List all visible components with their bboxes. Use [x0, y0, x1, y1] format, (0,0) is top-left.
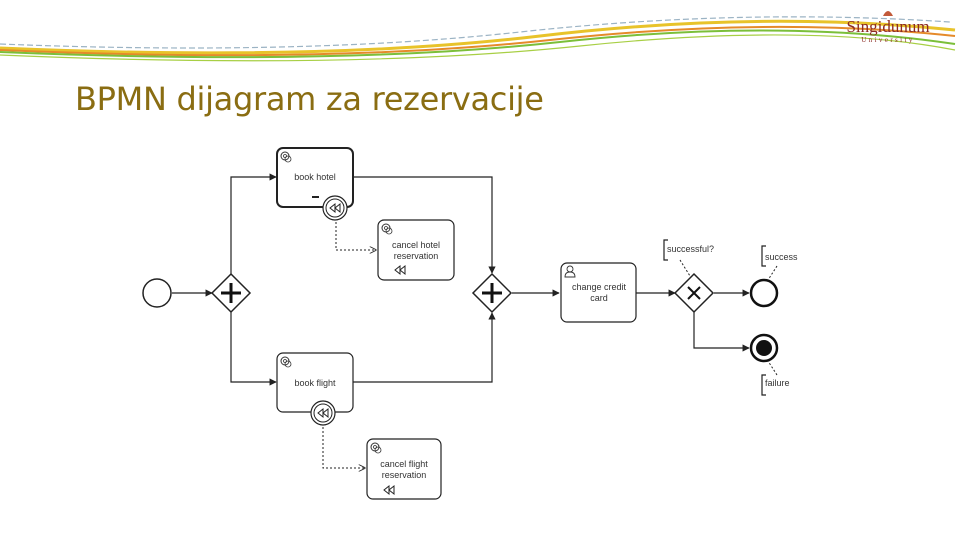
- success-label: success: [765, 252, 798, 262]
- cancel-flight-label-line1: cancel flight: [380, 459, 428, 469]
- annotation-failure: failure: [761, 374, 790, 396]
- book-hotel-label: book hotel: [294, 172, 336, 182]
- university-logo: Singidunum University: [838, 8, 938, 44]
- cancel-hotel-label-line2: reservation: [394, 251, 439, 261]
- gateway-question-label: successful?: [667, 244, 714, 254]
- end-event-failure[interactable]: [749, 333, 779, 363]
- compensation-boundary-event-hotel[interactable]: [322, 195, 348, 221]
- task-change-credit-card[interactable]: change credit card: [560, 262, 637, 323]
- cancel-flight-label-line2: reservation: [382, 470, 427, 480]
- task-book-hotel[interactable]: book hotel: [276, 147, 354, 208]
- compensation-associations: [322, 222, 376, 468]
- parallel-join-gateway[interactable]: [471, 272, 513, 314]
- logo-name: Singidunum: [846, 17, 930, 36]
- task-cancel-flight-reservation[interactable]: cancel flight reservation: [366, 438, 442, 500]
- failure-label: failure: [765, 378, 790, 388]
- change-credit-card-label-line1: change credit: [572, 282, 627, 292]
- change-credit-card-label-line2: card: [590, 293, 608, 303]
- sequence-flows: [172, 173, 750, 386]
- logo-subtitle: University: [861, 36, 915, 44]
- user-icon: [564, 265, 576, 278]
- page-title: BPMN dijagram za rezervacije: [75, 80, 544, 118]
- book-flight-label: book flight: [294, 378, 336, 388]
- annotation-success: success: [761, 245, 798, 267]
- end-event-success[interactable]: [749, 278, 779, 308]
- annotation-connectors: [679, 259, 778, 376]
- start-event[interactable]: [142, 278, 172, 308]
- compensation-boundary-event-flight[interactable]: [310, 400, 336, 426]
- task-book-flight[interactable]: book flight: [276, 352, 354, 413]
- crest-icon: [883, 11, 893, 16]
- task-cancel-hotel-reservation[interactable]: cancel hotel reservation: [377, 219, 455, 281]
- cancel-hotel-label-line1: cancel hotel: [392, 240, 440, 250]
- header-banner-swoosh: [0, 16, 956, 62]
- parallel-split-gateway[interactable]: [210, 272, 252, 314]
- annotation-successful: successful?: [663, 239, 714, 261]
- exclusive-gateway[interactable]: [673, 272, 715, 314]
